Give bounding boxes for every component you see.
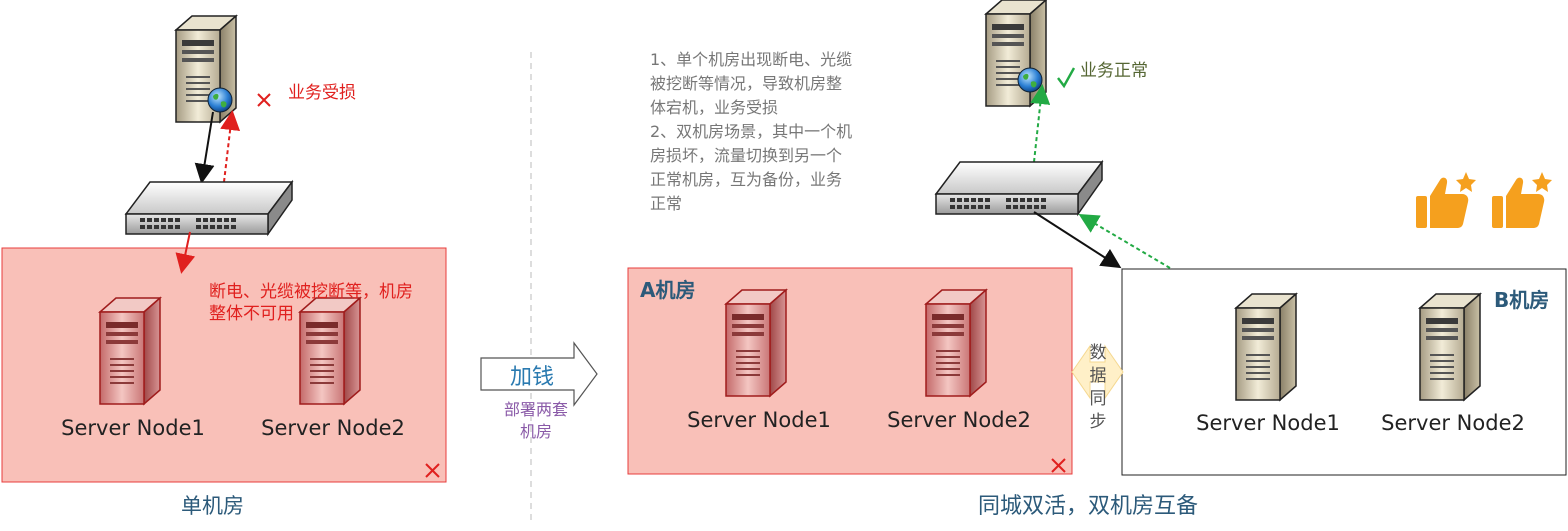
left-room-note-line1: 断电、光缆被挖断等，机房 <box>209 282 413 302</box>
note-line: 正常 <box>650 194 683 213</box>
server-node-label: Server Node1 <box>1196 411 1340 435</box>
note-line: 正常机房，互为备份，业务 <box>650 170 843 189</box>
note-line: 2、双机房场景，其中一个机 <box>650 122 853 141</box>
sync-label-char: 据 <box>1089 366 1107 386</box>
close-icon <box>257 93 271 107</box>
sync-label: 数 据 同 步 <box>1086 342 1110 434</box>
thumbs-up-icon <box>1416 172 1476 228</box>
room-b-box <box>1121 268 1567 476</box>
sync-label-char: 步 <box>1089 412 1107 432</box>
arrow-label: 加钱 <box>510 365 555 390</box>
server-icon <box>725 289 787 397</box>
left-room-note-line2: 整体不可用 <box>209 304 294 324</box>
left-room-note: 断电、光缆被挖断等，机房 整体不可用 <box>209 281 413 325</box>
switch-icon <box>125 181 293 235</box>
check-icon <box>1057 67 1076 89</box>
left-status-text: 业务受损 <box>288 83 356 103</box>
arrow-sublabel: 部署两套 机房 <box>496 399 576 443</box>
room-a-title: A机房 <box>640 278 696 302</box>
sync-label-char: 数 <box>1089 343 1107 363</box>
note-line: 1、单个机房出现断电、光缆 <box>650 50 853 69</box>
server-node-label: Server Node2 <box>261 416 405 440</box>
left-caption: 单机房 <box>181 494 244 518</box>
note-line: 房损坏，流量切换到另一个 <box>650 146 843 165</box>
server-node-label: Server Node2 <box>1381 411 1525 435</box>
note-line: 体宕机，业务受损 <box>650 98 779 117</box>
server-icon <box>1419 293 1481 401</box>
switch-icon <box>935 161 1103 215</box>
server-node-label: Server Node2 <box>887 408 1031 432</box>
notes-block: 1、单个机房出现断电、光缆 被挖断等情况，导致机房整 体宕机，业务受损 2、双机… <box>650 48 852 216</box>
sync-arrow-icon <box>1071 344 1124 400</box>
server-icon <box>1235 293 1297 401</box>
server-node-label: Server Node1 <box>687 408 831 432</box>
server-icon <box>99 297 161 405</box>
single-room-box <box>1 247 447 483</box>
arrow-sublabel-line2: 机房 <box>519 422 552 441</box>
server-icon <box>925 289 987 397</box>
globe-icon <box>1017 67 1043 93</box>
arrow-sublabel-line1: 部署两套 <box>503 400 568 419</box>
right-status-text: 业务正常 <box>1080 61 1148 81</box>
thumbs-up-icon <box>1492 172 1552 228</box>
server-node-label: Server Node1 <box>61 416 205 440</box>
sync-label-char: 同 <box>1089 389 1107 409</box>
note-line: 被挖断等情况，导致机房整 <box>650 74 843 93</box>
right-caption: 同城双活，双机房互备 <box>978 494 1199 519</box>
room-b-title: B机房 <box>1494 288 1550 312</box>
globe-icon <box>207 87 233 113</box>
arrow-right-icon <box>480 341 598 407</box>
room-a-box <box>627 267 1073 475</box>
close-icon <box>1051 458 1066 473</box>
close-icon <box>425 463 440 478</box>
